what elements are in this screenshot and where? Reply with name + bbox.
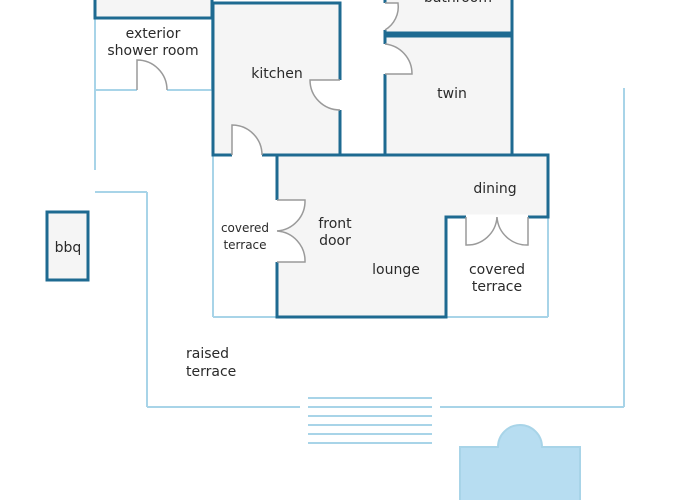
door-front-upper [276, 199, 306, 232]
label-exterior-shower-room-line1: exterior [126, 26, 181, 42]
door-twin [384, 43, 413, 75]
label-covered-terrace-right-line1: covered [469, 262, 525, 278]
label-bbq: bbq [55, 240, 82, 256]
room-top-left [93, 0, 214, 20]
terrace-steps [308, 397, 432, 444]
label-covered-terrace-right-line2: terrace [472, 279, 522, 295]
label-covered-terrace-left-line2: terrace [223, 238, 266, 252]
label-dining: dining [473, 181, 516, 197]
label-front-door-line2: door [319, 233, 351, 249]
doors [136, 2, 529, 263]
swimming-pool [459, 424, 581, 500]
label-kitchen: kitchen [251, 66, 303, 82]
label-twin: twin [437, 86, 467, 102]
terrace-outlines [94, 18, 625, 408]
bbq-unit [45, 210, 90, 282]
door-front-lower [276, 230, 306, 263]
door-kitchen-bottom [231, 124, 263, 156]
label-bathroom: bathroom [424, 0, 492, 6]
label-covered-terrace-left-line1: covered [221, 221, 269, 235]
door-bathroom [384, 2, 400, 31]
room-living-dining [275, 153, 550, 319]
door-kitchen-right [309, 79, 341, 111]
door-dining-right [496, 216, 529, 246]
room-bathroom [383, 0, 514, 35]
door-dining-left [465, 216, 498, 246]
label-raised-terrace-line1: raised [186, 346, 229, 362]
label-raised-terrace-line2: terrace [186, 364, 236, 380]
label-lounge: lounge [372, 262, 420, 278]
label-front-door-line1: front [318, 216, 352, 232]
door-shower [136, 59, 168, 91]
label-exterior-shower-room-line2: shower room [107, 43, 198, 59]
